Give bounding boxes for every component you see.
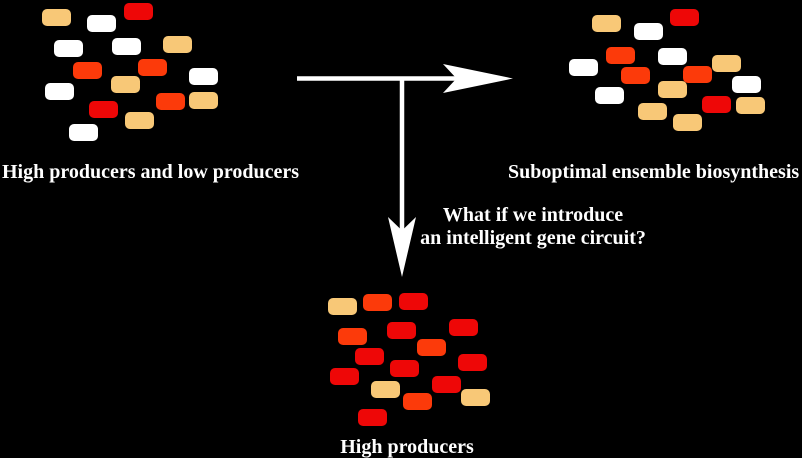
arrow-to-high-producers	[388, 78, 416, 277]
label-suboptimal-ensemble: Suboptimal ensemble biosynthesis	[508, 161, 800, 183]
label-high-producers: High producers	[340, 436, 474, 458]
annotation-question-line1: What if we introduce	[442, 204, 624, 226]
arrow-to-suboptimal	[297, 64, 513, 93]
label-mixed-population: High producers and low producers	[2, 161, 300, 183]
annotation-question-line2: an intelligent gene circuit?	[420, 227, 646, 249]
annotation-question: What if we introduce an intelligent gene…	[412, 204, 654, 250]
